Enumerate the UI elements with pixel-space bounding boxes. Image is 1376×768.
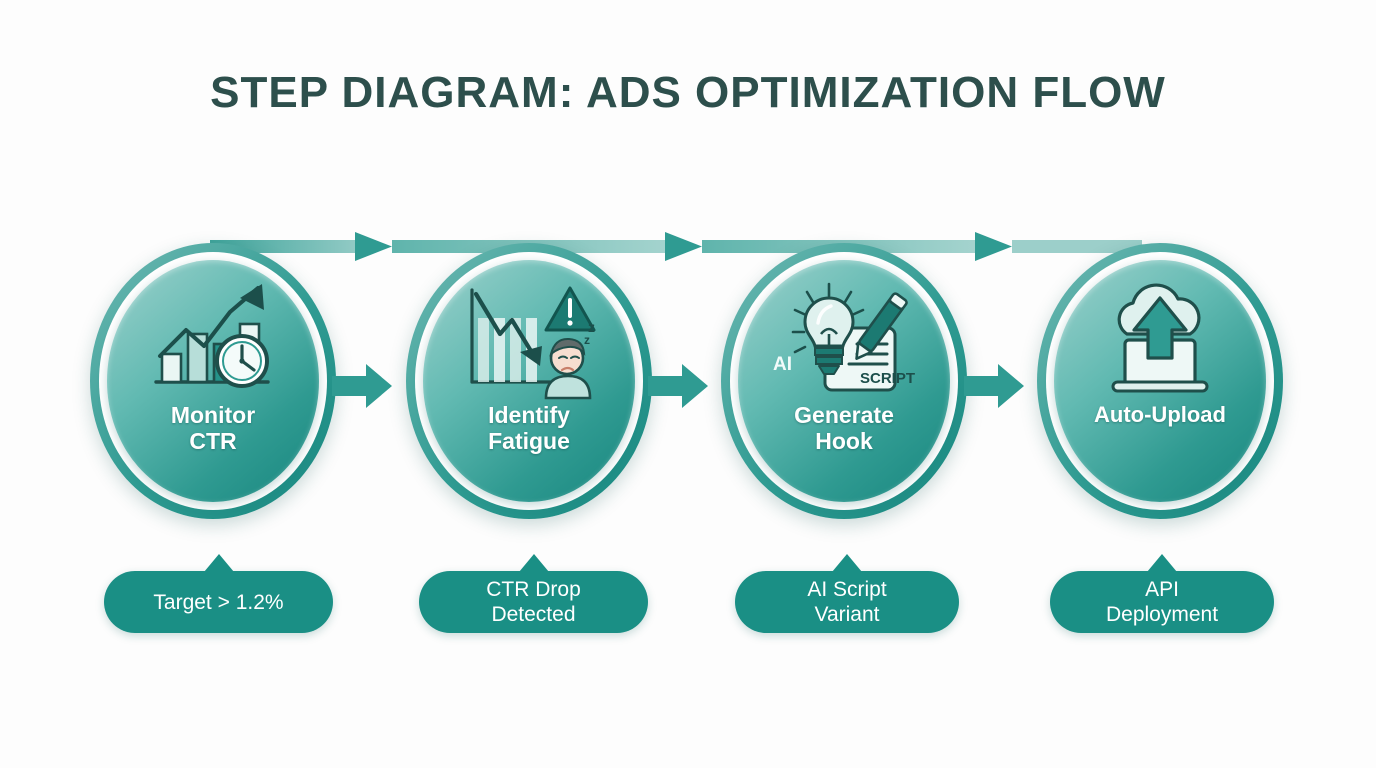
step-label-3: Generate Hook — [794, 402, 894, 454]
connector-arrow-2 — [648, 364, 708, 408]
pill-tail-icon — [518, 554, 549, 572]
step-label-4: Auto-Upload — [1094, 402, 1226, 427]
ai-text: AI — [773, 354, 792, 375]
pill-tail-icon — [203, 554, 234, 572]
lightbulb-pen-script-icon: SCRIPT AI — [773, 282, 915, 392]
page-title: STEP DIAGRAM: ADS OPTIMIZATION FLOW — [210, 68, 1166, 117]
declining-chart-warning-tired-person-icon: z z — [470, 286, 596, 400]
svg-text:z: z — [584, 333, 590, 347]
step-node-4[interactable]: Auto-Upload — [1037, 243, 1283, 519]
connector-arrow-3 — [964, 364, 1024, 408]
bar-chart-growth-clock-icon — [154, 284, 270, 388]
caption-pill-1[interactable]: Target > 1.2% — [104, 554, 333, 633]
step-label-1: Monitor CTR — [170, 402, 256, 454]
caption-text-3: AI Script Variant — [807, 578, 887, 626]
step-disc: Auto-Upload — [1054, 260, 1266, 502]
pill-tail-icon — [1147, 554, 1177, 572]
step-disc: SCRIPT AI — [738, 260, 950, 502]
pill-tail-icon — [832, 554, 862, 572]
caption-text-1: Target > 1.2% — [153, 590, 284, 614]
script-text: SCRIPT — [860, 370, 915, 387]
step-node-1[interactable]: Monitor CTR — [90, 243, 336, 519]
step-node-3[interactable]: SCRIPT AI — [721, 243, 967, 519]
caption-text-4: API Deployment — [1105, 578, 1219, 626]
step-disc: z z Identify Fatigue — [423, 260, 635, 502]
step-node-2[interactable]: z z Identify Fatigue — [406, 243, 652, 519]
steps-row: Monitor CTR — [0, 243, 1376, 523]
step-disc: Monitor CTR — [107, 260, 319, 502]
connector-arrow-1 — [332, 364, 392, 408]
cloud-upload-laptop-icon — [1111, 283, 1209, 393]
step-label-2: Identify Fatigue — [488, 402, 570, 454]
caption-pill-3[interactable]: AI Script Variant — [735, 554, 959, 633]
caption-pill-4[interactable]: API Deployment — [1050, 554, 1274, 633]
caption-text-2: CTR Drop Detected — [486, 578, 581, 626]
caption-pill-2[interactable]: CTR Drop Detected — [419, 554, 648, 633]
svg-text:z: z — [588, 319, 595, 335]
